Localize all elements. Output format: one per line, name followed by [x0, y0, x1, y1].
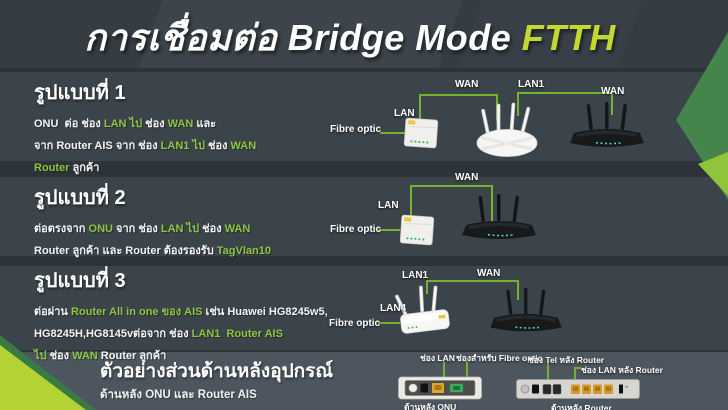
router-back-panel [516, 379, 640, 399]
s1-fibre-optic-label: Fibre optic [330, 124, 382, 135]
section2-text: รูปแบบที่ 2 ต่อตรงจาก ONU จาก ช่อง LAN ไ… [34, 181, 271, 262]
customer-router-device [490, 287, 562, 332]
customer-router-device [570, 102, 644, 147]
s1-lan1-label: LAN1 [518, 79, 545, 90]
section3-line1: ต่อผ่าน Router All in one ของ AIS เช่น H… [34, 306, 328, 318]
section3-line2: HG8245H,HG8145vต่อจาก ช่อง LAN1 Router A… [34, 328, 283, 340]
s3-fibre-optic-label: Fibre optic [329, 318, 381, 329]
section3-line3: ไป ช่อง WAN Router ลูกค้า [34, 350, 167, 362]
s2-lan-label: LAN [378, 200, 399, 211]
section2-line1: ต่อตรงจาก ONU จาก ช่อง LAN ไป ช่อง WAN [34, 223, 251, 235]
s2-fibre-optic-label: Fibre optic [330, 224, 382, 235]
section1-line1: ONU ต่อ ช่อง LAN ไป ช่อง WAN และ [34, 118, 217, 130]
section1-heading: รูปแบบที่ 1 [34, 82, 126, 104]
router-back-tel-pointer [547, 362, 549, 382]
bottom-subheading: ด้านหลัง ONU และ Router AIS [100, 389, 257, 401]
section2-band [0, 177, 728, 256]
section3-text: รูปแบบที่ 3 ต่อผ่าน Router All in one ขอ… [34, 264, 328, 367]
router-back-lan-pointer-h [574, 367, 581, 369]
onu-back-lan-label: ช่อง LAN [420, 353, 455, 363]
onu-back-fibre-pointer [466, 361, 468, 379]
page-title-highlight: FTTH [521, 17, 616, 58]
s3-wan-label: WAN [477, 268, 501, 279]
ais-router-device [476, 102, 538, 157]
s3-lan1-label: LAN1 [402, 270, 429, 281]
page-title: การเชื่อมต่อ Bridge Mode FTTH [0, 9, 700, 66]
onu-back-lan-pointer [443, 361, 445, 379]
customer-router-device [462, 194, 536, 239]
section3-band [0, 266, 728, 350]
green-corner-decoration [0, 335, 96, 410]
section1-line2: จาก Router AIS จาก ช่อง LAN1 ไป ช่อง WAN [34, 140, 257, 152]
s2-wan-label: WAN [455, 172, 479, 183]
page-title-main: การเชื่อมต่อ Bridge Mode [84, 17, 522, 58]
section2-heading: รูปแบบที่ 2 [34, 187, 126, 209]
s1-wan-label: WAN [455, 79, 479, 90]
router-back-tel-label: ช่อง Tel หลัง Router [528, 355, 605, 365]
green-chevron-decoration [676, 32, 728, 200]
s3-wires [378, 280, 519, 324]
aio-router-device [394, 285, 450, 334]
router-back-lan-pointer-v [574, 367, 576, 382]
router-back-caption: ด้านหลัง Router [551, 403, 612, 410]
section1-text: รูปแบบที่ 1 ONU ต่อ ช่อง LAN ไป ช่อง WAN… [34, 76, 256, 179]
bottom-heading: ตัวอย่างส่วนด้านหลังอุปกรณ์ [100, 361, 334, 382]
router-back-lan-label: ช่อง LAN หลัง Router [581, 365, 663, 375]
onu-back-fibre-label: ช่องสำหรับ Fibre optic [456, 353, 543, 363]
s1-wan2-label: WAN [601, 86, 625, 97]
s1-lan-label: LAN [394, 108, 415, 119]
section3-heading: รูปแบบที่ 3 [34, 270, 126, 292]
onu-device [399, 214, 435, 246]
onu-back-panel [398, 376, 482, 400]
onu-device [403, 117, 439, 149]
s3-lan4-label: LAN4 [380, 303, 407, 314]
onu-back-caption: ด้านหลัง ONU [404, 402, 457, 410]
s2-wires [378, 185, 493, 231]
title-band [0, 0, 728, 68]
section2-line2: Router ลูกค้า และ Router ต้องรองรับ TagV… [34, 245, 271, 257]
section1-line3: Router ลูกค้า [34, 162, 100, 174]
